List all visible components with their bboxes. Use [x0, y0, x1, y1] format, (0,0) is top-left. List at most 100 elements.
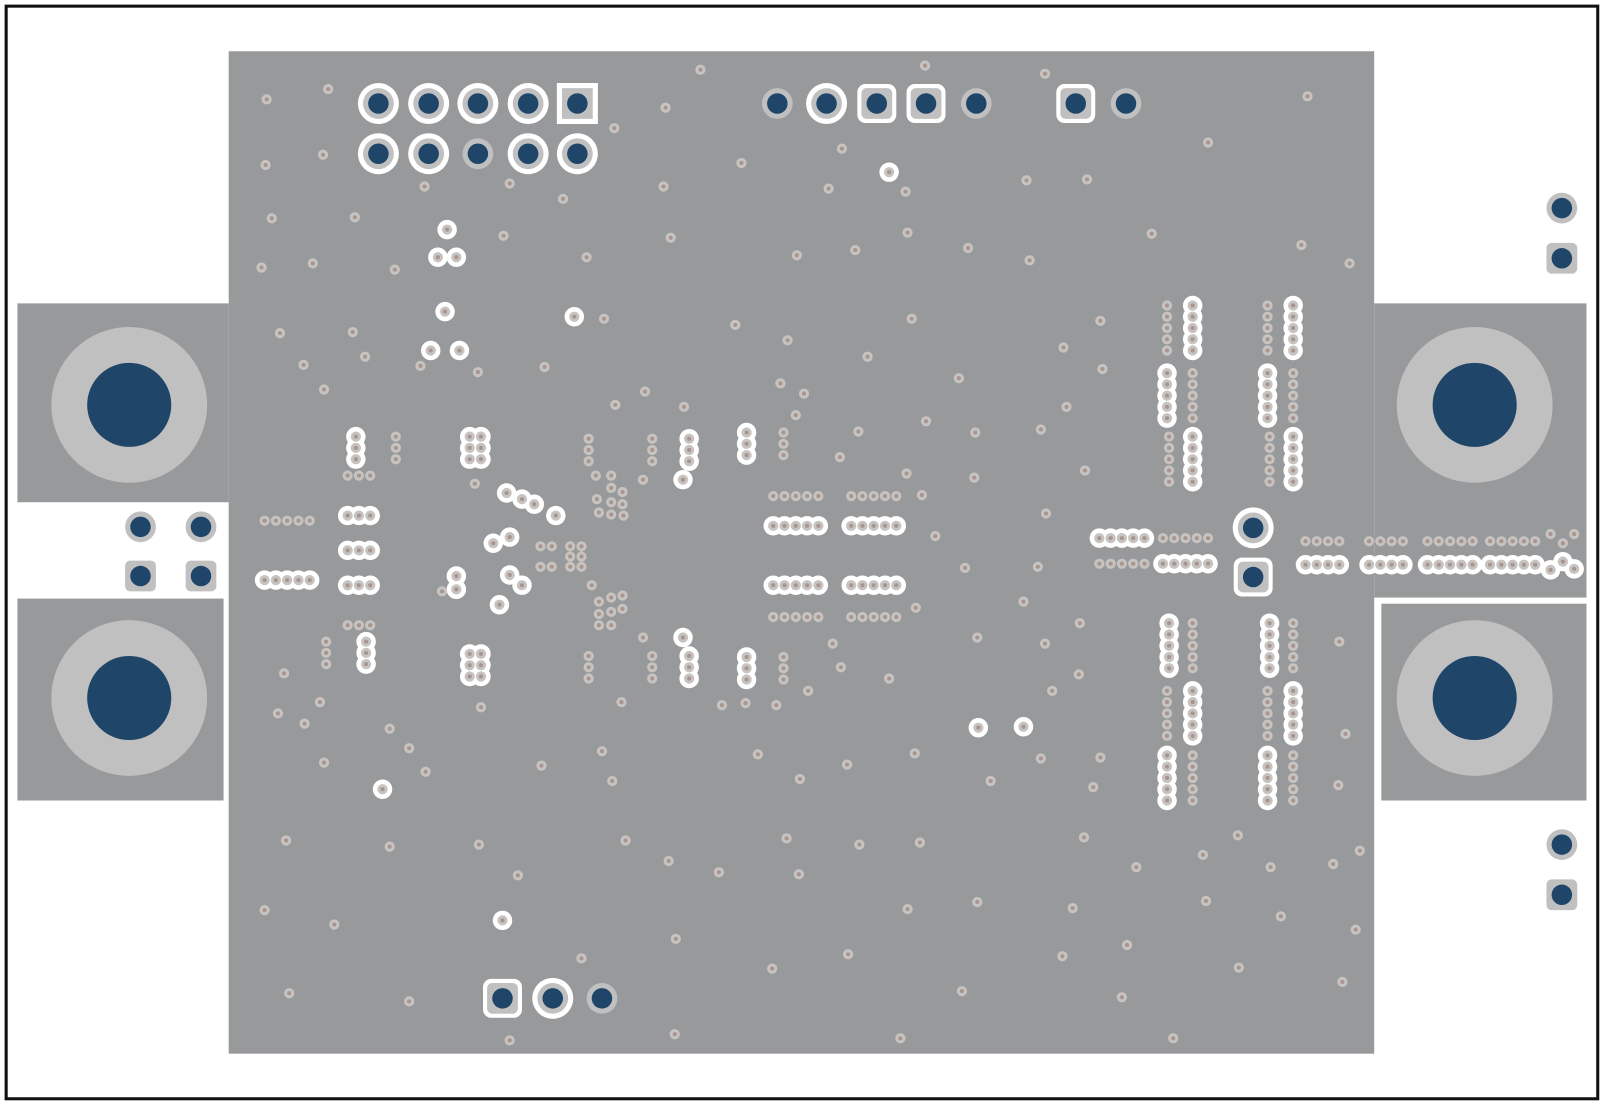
via-drill — [1164, 722, 1170, 727]
via-drill — [1021, 724, 1026, 729]
via-drill — [263, 162, 268, 168]
via-drill — [454, 573, 459, 579]
via-drill — [1267, 479, 1272, 484]
via-drill — [345, 513, 350, 518]
via-drill — [1278, 914, 1283, 919]
via-drill — [621, 513, 626, 518]
via-drill — [613, 402, 618, 407]
via-drill — [549, 544, 554, 549]
via-drill — [666, 858, 671, 864]
via-drill — [553, 513, 558, 518]
via-drill — [259, 265, 264, 270]
pad-drill — [915, 93, 937, 114]
via-drill — [1119, 536, 1124, 541]
via-drill — [793, 413, 798, 418]
via-drill — [975, 899, 980, 905]
via-drill — [619, 700, 624, 705]
via-drill — [1291, 632, 1296, 637]
via-drill — [1194, 536, 1199, 541]
mounting-hole — [87, 362, 172, 447]
via-drill — [1098, 318, 1103, 323]
via-drill — [1203, 898, 1209, 904]
via-drill — [1337, 562, 1342, 567]
via-drill — [1265, 416, 1270, 421]
via-drill — [407, 746, 412, 751]
via-drill — [1291, 337, 1296, 342]
via-drill — [609, 500, 614, 505]
via-drill — [478, 445, 484, 450]
via-drill — [1164, 711, 1170, 716]
pad-drill — [467, 93, 489, 114]
via-drill — [1081, 835, 1087, 840]
via-drill — [816, 614, 821, 620]
pad-drill — [816, 93, 837, 114]
via-drill — [966, 245, 971, 251]
via-drill — [1050, 688, 1055, 693]
via-drill — [1291, 382, 1296, 387]
via-drill — [1167, 457, 1172, 462]
via-drill — [549, 564, 554, 569]
via-drill — [1265, 787, 1270, 792]
via-drill — [719, 703, 725, 708]
via-drill — [467, 663, 472, 668]
via-drill — [322, 760, 327, 765]
via-drill — [1060, 954, 1065, 959]
via-drill — [322, 387, 327, 392]
via-drill — [609, 595, 614, 600]
via-drill — [392, 267, 397, 272]
pad-drill — [368, 93, 389, 114]
via-drill — [324, 662, 329, 667]
via-drill — [586, 447, 591, 453]
via-drill — [307, 518, 312, 523]
via-drill — [356, 513, 361, 518]
via-drill — [532, 502, 537, 507]
via-drill — [1533, 562, 1538, 567]
via-drill — [1172, 536, 1177, 541]
pad-drill — [591, 988, 613, 1009]
pad-drill — [1551, 884, 1573, 906]
via-drill — [586, 665, 591, 670]
via-drill — [1149, 231, 1154, 236]
copper-region — [228, 51, 1375, 1054]
via-drill — [771, 494, 776, 499]
via-drill — [860, 523, 865, 528]
via-drill — [1164, 348, 1170, 353]
via-drill — [519, 497, 525, 502]
via-drill — [744, 441, 749, 446]
via-drill — [467, 651, 472, 656]
via-drill — [264, 97, 269, 102]
via-drill — [904, 471, 909, 476]
pad-drill — [1242, 566, 1264, 588]
via-drill — [1448, 562, 1453, 567]
via-layer — [256, 60, 1580, 1046]
via-drill — [781, 441, 786, 446]
via-drill — [1389, 539, 1394, 544]
via-drill — [364, 662, 369, 667]
via-drill — [326, 87, 331, 92]
via-drill — [538, 564, 543, 569]
via-drill — [307, 578, 312, 583]
via-drill — [368, 623, 373, 628]
via-drill — [445, 227, 450, 232]
via-drill — [922, 63, 928, 68]
via-drill — [687, 459, 692, 464]
via-drill — [589, 583, 594, 588]
pad-drill — [130, 565, 151, 587]
via-drill — [801, 391, 807, 396]
via-drill — [1291, 775, 1296, 781]
via-drill — [1291, 666, 1296, 671]
pad-drill — [467, 143, 489, 164]
via-drill — [586, 459, 591, 464]
via-drill — [1291, 303, 1296, 308]
via-drill — [805, 583, 810, 588]
via-drill — [905, 907, 910, 912]
via-drill — [816, 494, 821, 499]
via-drill — [1267, 632, 1272, 637]
via-drill — [1235, 833, 1240, 838]
via-drill — [1488, 562, 1493, 567]
via-drill — [1190, 711, 1195, 716]
via-drill — [1183, 536, 1188, 541]
via-drill — [586, 653, 591, 659]
via-drill — [959, 989, 964, 994]
